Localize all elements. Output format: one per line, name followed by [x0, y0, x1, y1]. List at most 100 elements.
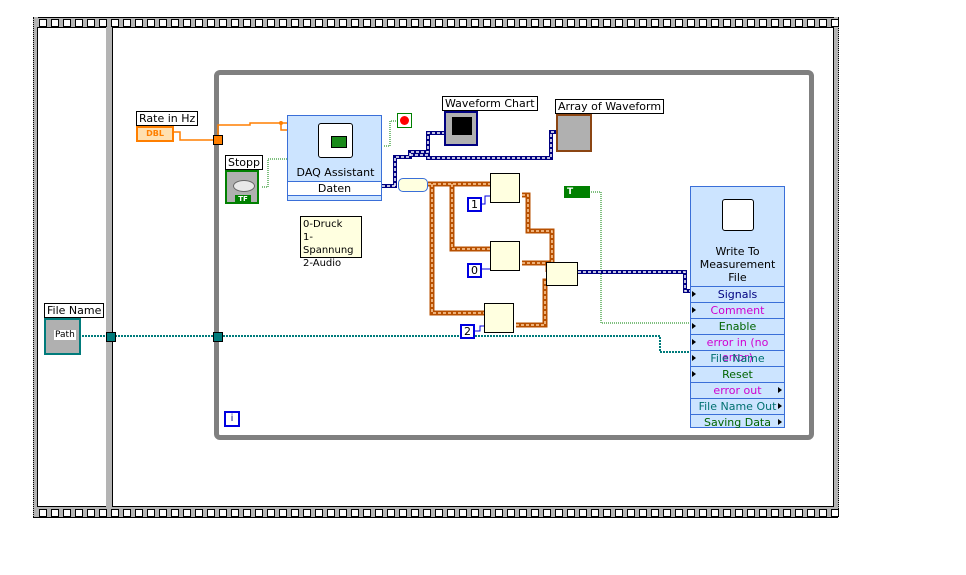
sprocket-hole — [615, 19, 623, 27]
input-terminal[interactable]: Signals — [691, 286, 784, 302]
sprocket-hole — [111, 19, 119, 27]
index-constant-2[interactable]: 2 — [460, 324, 475, 339]
sprocket-hole — [123, 19, 131, 27]
sprocket-hole — [51, 19, 59, 27]
sprocket-hole — [75, 509, 83, 517]
sprocket-hole — [831, 509, 839, 517]
sprocket-hole — [495, 19, 503, 27]
sprocket-hole — [63, 509, 71, 517]
sprocket-hole — [483, 509, 491, 517]
daq-output-data[interactable]: Daten — [288, 181, 381, 196]
index-array-2[interactable] — [484, 303, 514, 333]
sprocket-hole — [579, 509, 587, 517]
output-terminal[interactable]: error out — [691, 382, 784, 398]
sprocket-hole — [459, 19, 467, 27]
waveform-chart-label: Waveform Chart — [442, 96, 538, 111]
sprocket-hole — [327, 19, 335, 27]
sprocket-hole — [831, 19, 839, 27]
index-array-1[interactable] — [490, 173, 520, 203]
sprocket-hole — [219, 19, 227, 27]
sprocket-hole — [627, 19, 635, 27]
array-of-waveform-terminal[interactable] — [556, 114, 592, 152]
input-arrow-icon — [692, 307, 696, 313]
output-arrow-icon — [778, 403, 782, 409]
sprocket-hole — [423, 509, 431, 517]
sprocket-hole — [327, 509, 335, 517]
input-terminal[interactable]: Comment — [691, 302, 784, 318]
sprocket-hole — [543, 19, 551, 27]
comment-box: 0-Druck 1-Spannung 2-Audio — [300, 216, 362, 269]
sprocket-hole — [747, 509, 755, 517]
sprocket-hole — [291, 19, 299, 27]
sprocket-hole — [675, 19, 683, 27]
sprocket-hole — [159, 19, 167, 27]
sprocket-hole — [87, 509, 95, 517]
sprocket-hole — [663, 509, 671, 517]
input-terminal[interactable]: error in (no error) — [691, 334, 784, 364]
sprocket-hole — [783, 509, 791, 517]
while-loop[interactable] — [214, 70, 814, 440]
sprocket-hole — [747, 19, 755, 27]
sprocket-hole — [207, 509, 215, 517]
input-terminal[interactable]: Enable — [691, 318, 784, 334]
iteration-terminal: i — [224, 411, 240, 427]
sprocket-hole — [543, 509, 551, 517]
path-text: Path — [54, 330, 76, 340]
sprocket-hole — [399, 509, 407, 517]
sprocket-hole — [387, 19, 395, 27]
sprocket-hole — [783, 19, 791, 27]
input-terminal[interactable]: Reset — [691, 366, 784, 382]
index-constant-0[interactable]: 0 — [467, 263, 482, 278]
rate-label: Rate in Hz — [136, 111, 199, 126]
sprocket-hole — [351, 509, 359, 517]
output-terminal[interactable]: Saving Data — [691, 414, 784, 430]
sprocket-hole — [99, 19, 107, 27]
sprocket-hole — [735, 509, 743, 517]
input-arrow-icon — [692, 355, 696, 361]
index-array-0[interactable] — [490, 241, 520, 271]
sprocket-hole — [771, 509, 779, 517]
output-arrow-icon — [778, 387, 782, 393]
sprocket-hole — [819, 19, 827, 27]
sprocket-hole — [147, 19, 155, 27]
sprocket-hole — [255, 19, 263, 27]
sprocket-hole — [795, 19, 803, 27]
index-constant-1[interactable]: 1 — [467, 197, 482, 212]
input-arrow-icon — [692, 339, 696, 345]
file-name-tunnel-2 — [213, 332, 223, 342]
stopp-type: TF — [235, 195, 251, 203]
sprocket-hole — [159, 509, 167, 517]
file-name-control[interactable]: Path — [44, 318, 81, 355]
sprocket-hole — [339, 509, 347, 517]
sprocket-hole — [207, 19, 215, 27]
sprocket-hole — [243, 509, 251, 517]
convert-waveform-node[interactable] — [398, 178, 428, 192]
sprocket-hole — [231, 509, 239, 517]
sprocket-hole — [651, 509, 659, 517]
sprocket-hole — [603, 509, 611, 517]
sprocket-hole — [663, 19, 671, 27]
sprocket-hole — [627, 509, 635, 517]
input-terminal[interactable]: File Name — [691, 350, 784, 366]
enable-constant[interactable]: T — [564, 186, 590, 198]
sprocket-hole — [315, 509, 323, 517]
daq-assistant[interactable]: DAQ Assistant Daten — [287, 115, 382, 201]
sprocket-hole — [363, 19, 371, 27]
wire-rate-branch — [280, 123, 287, 131]
stopp-button[interactable]: TF — [225, 170, 259, 204]
merge-signals-node[interactable] — [546, 262, 578, 286]
output-terminal[interactable]: File Name Out — [691, 398, 784, 414]
sprocket-hole — [195, 19, 203, 27]
sprocket-hole — [795, 509, 803, 517]
waveform-chart-terminal[interactable] — [444, 111, 478, 146]
sprocket-hole — [555, 509, 563, 517]
sprocket-hole — [639, 19, 647, 27]
sprocket-hole — [315, 19, 323, 27]
wire-enable — [591, 191, 690, 324]
rate-control[interactable]: DBL — [136, 126, 174, 142]
sprocket-hole — [711, 19, 719, 27]
rate-type: DBL — [146, 129, 164, 138]
sprocket-hole — [171, 509, 179, 517]
sprocket-hole — [435, 19, 443, 27]
